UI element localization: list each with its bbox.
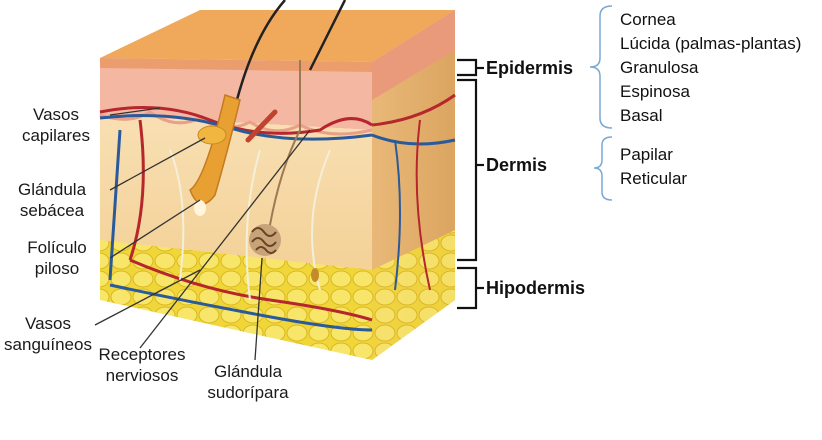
- sublayer-papilar: Papilar: [620, 143, 673, 167]
- bracket-hipodermis: [457, 268, 476, 308]
- sublayer-reticular: Reticular: [620, 167, 687, 191]
- sebaceous-gland: [198, 126, 226, 144]
- brace-epidermis-sublayers: [590, 6, 612, 128]
- sublayer-lucida: Lúcida (palmas-plantas): [620, 32, 801, 56]
- label-vasos-capilares: Vasos capilares: [16, 104, 96, 146]
- sublayer-cornea: Cornea: [620, 8, 676, 32]
- label-glandula-sebacea: Glándula sebácea: [6, 179, 98, 221]
- bracket-dermis: [457, 80, 476, 260]
- sublayer-basal: Basal: [620, 104, 663, 128]
- sublayer-espinosa: Espinosa: [620, 80, 690, 104]
- layer-label-dermis: Dermis: [486, 155, 547, 176]
- label-vasos-sanguineos: Vasos sanguíneos: [2, 313, 94, 355]
- label-glandula-sudoripara: Glándula sudorípara: [200, 361, 296, 403]
- layer-label-hipodermis: Hipodermis: [486, 278, 585, 299]
- label-receptores-nerviosos: Receptores nerviosos: [92, 344, 192, 386]
- bracket-epidermis: [457, 60, 476, 75]
- layer-label-epidermis: Epidermis: [486, 58, 573, 79]
- label-foliculo-piloso: Folículo piloso: [16, 237, 98, 279]
- brace-dermis-sublayers: [594, 137, 612, 200]
- sublayer-granulosa: Granulosa: [620, 56, 698, 80]
